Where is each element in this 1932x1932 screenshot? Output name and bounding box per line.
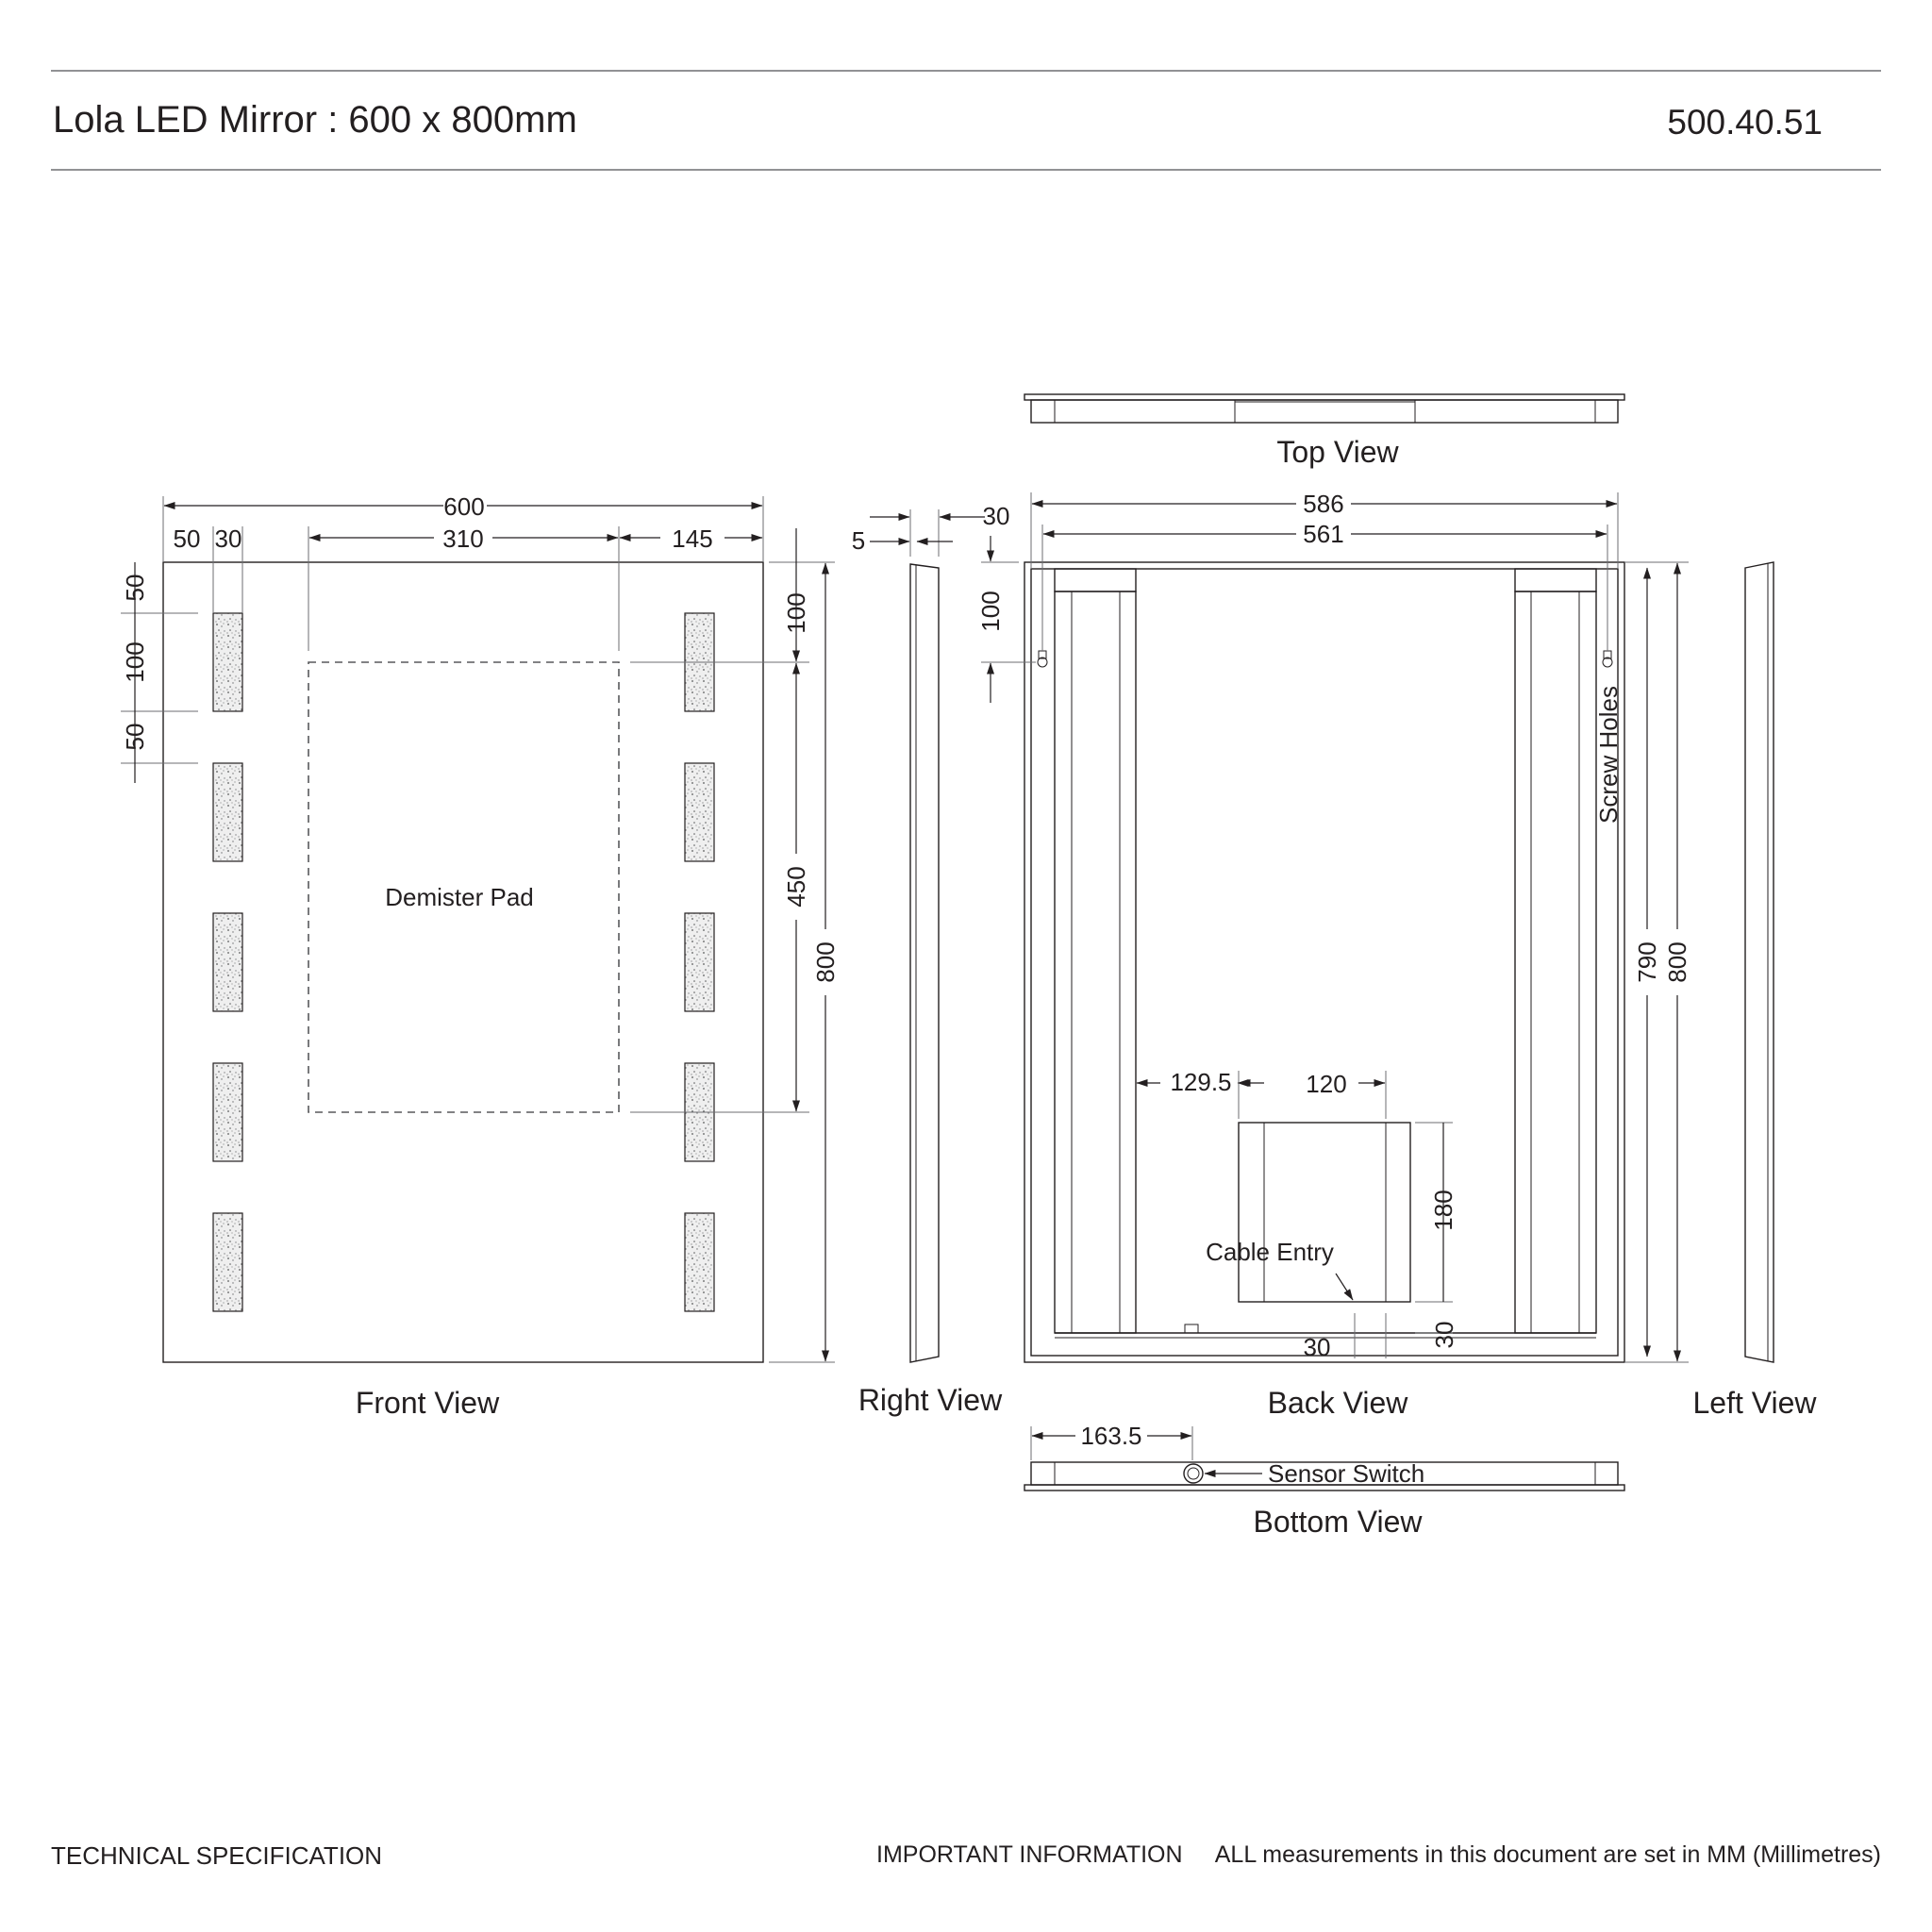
- dim-front-right-450: 450: [782, 866, 810, 907]
- top-view-frame: [1030, 399, 1619, 424]
- dim-front-50: 50: [174, 525, 201, 553]
- led-strip: [684, 912, 715, 1012]
- bottom-view-plate: [1024, 1484, 1625, 1491]
- demister-pad-label: Demister Pad: [385, 883, 534, 911]
- back-view: Screw Holes Cable Entry 586 561 100 129.…: [976, 490, 1691, 1420]
- cable-entry-label: Cable Entry: [1206, 1238, 1334, 1266]
- led-strip: [684, 1212, 715, 1312]
- right-view-label: Right View: [858, 1383, 1003, 1417]
- drawing-title: Lola LED Mirror : 600 x 800mm: [53, 99, 577, 141]
- sensor-switch-back-icon: [1184, 1324, 1199, 1334]
- dim-back-800: 800: [1663, 941, 1691, 982]
- footer-measurement-note: ALL measurements in this document are se…: [1215, 1841, 1881, 1868]
- dim-back-790: 790: [1633, 941, 1661, 982]
- dim-back-129-5: 129.5: [1170, 1068, 1231, 1096]
- led-strip: [212, 912, 243, 1012]
- bottom-view-label: Bottom View: [1253, 1505, 1423, 1539]
- top-view: Top View: [1024, 393, 1625, 469]
- dim-front-310: 310: [442, 525, 483, 553]
- back-inner-frame: [1030, 568, 1619, 1357]
- sensor-switch-label: Sensor Switch: [1268, 1459, 1424, 1488]
- left-view-profile: [1744, 561, 1774, 1363]
- front-mirror-outline: [162, 561, 764, 1363]
- led-strip: [212, 1212, 243, 1312]
- dim-front-right-100: 100: [782, 592, 810, 633]
- dim-back-30-horizontal: 30: [1304, 1333, 1331, 1361]
- front-led-strips-left: [212, 612, 243, 1312]
- footer-important-information: IMPORTANT INFORMATION: [876, 1841, 1183, 1868]
- bottom-view: 163.5 Sensor Switch Bottom View: [1024, 1422, 1625, 1539]
- front-led-strips-right: [684, 612, 715, 1312]
- dim-back-586: 586: [1303, 490, 1343, 518]
- led-strip: [212, 762, 243, 862]
- right-view: 30 5 Right View: [852, 502, 1010, 1417]
- screw-holes-label: Screw Holes: [1594, 686, 1623, 824]
- left-view: Left View: [1692, 561, 1817, 1420]
- product-code: 500.40.51: [1667, 103, 1823, 142]
- top-view-plate: [1024, 393, 1625, 401]
- dim-back-100: 100: [976, 591, 1005, 631]
- dim-side-30: 30: [983, 502, 1010, 530]
- leader-line: [1335, 1273, 1354, 1301]
- cable-entry-box: [1238, 1122, 1411, 1303]
- dim-front-width: 600: [443, 492, 484, 521]
- right-view-profile: [909, 563, 940, 1363]
- top-view-label: Top View: [1276, 435, 1399, 469]
- back-mirror-outline: [1024, 561, 1625, 1363]
- back-right-channel-inner: [1530, 591, 1580, 1334]
- dim-front-height: 800: [811, 941, 840, 982]
- left-view-label: Left View: [1692, 1386, 1817, 1420]
- footer: TECHNICAL SPECIFICATION IMPORTANT INFORM…: [51, 1841, 1881, 1870]
- dim-bottom-163-5: 163.5: [1080, 1422, 1141, 1450]
- back-left-channel: [1054, 591, 1137, 1334]
- led-strip: [212, 1062, 243, 1162]
- header: Lola LED Mirror : 600 x 800mm 500.40.51: [51, 70, 1881, 171]
- led-strip: [212, 612, 243, 712]
- dim-front-left-50-top: 50: [121, 575, 149, 602]
- dim-back-180: 180: [1429, 1190, 1457, 1230]
- dim-back-120: 120: [1306, 1070, 1346, 1098]
- front-view: Demister Pad 600 50 30 310 145 50 100 50: [121, 492, 840, 1420]
- dim-back-561: 561: [1303, 520, 1343, 548]
- led-strip: [684, 762, 715, 862]
- back-left-channel-inner: [1071, 591, 1121, 1334]
- screw-hole-left-icon: [1037, 650, 1048, 668]
- dim-side-5: 5: [852, 526, 865, 555]
- footer-technical-specification: TECHNICAL SPECIFICATION: [51, 1841, 382, 1870]
- dim-front-left-100: 100: [121, 641, 149, 682]
- dim-front-145: 145: [672, 525, 712, 553]
- dim-front-30: 30: [215, 525, 242, 553]
- back-right-channel: [1514, 591, 1597, 1334]
- dim-front-left-50-bottom: 50: [121, 724, 149, 751]
- screw-hole-right-icon: [1602, 650, 1613, 668]
- front-view-label: Front View: [356, 1386, 500, 1420]
- back-right-bracket: [1514, 568, 1597, 592]
- demister-pad-outline: [308, 661, 620, 1113]
- back-left-bracket: [1054, 568, 1137, 592]
- sensor-switch-icon: [1183, 1463, 1204, 1484]
- dim-back-30-vertical: 30: [1430, 1322, 1458, 1349]
- back-view-label: Back View: [1268, 1386, 1409, 1420]
